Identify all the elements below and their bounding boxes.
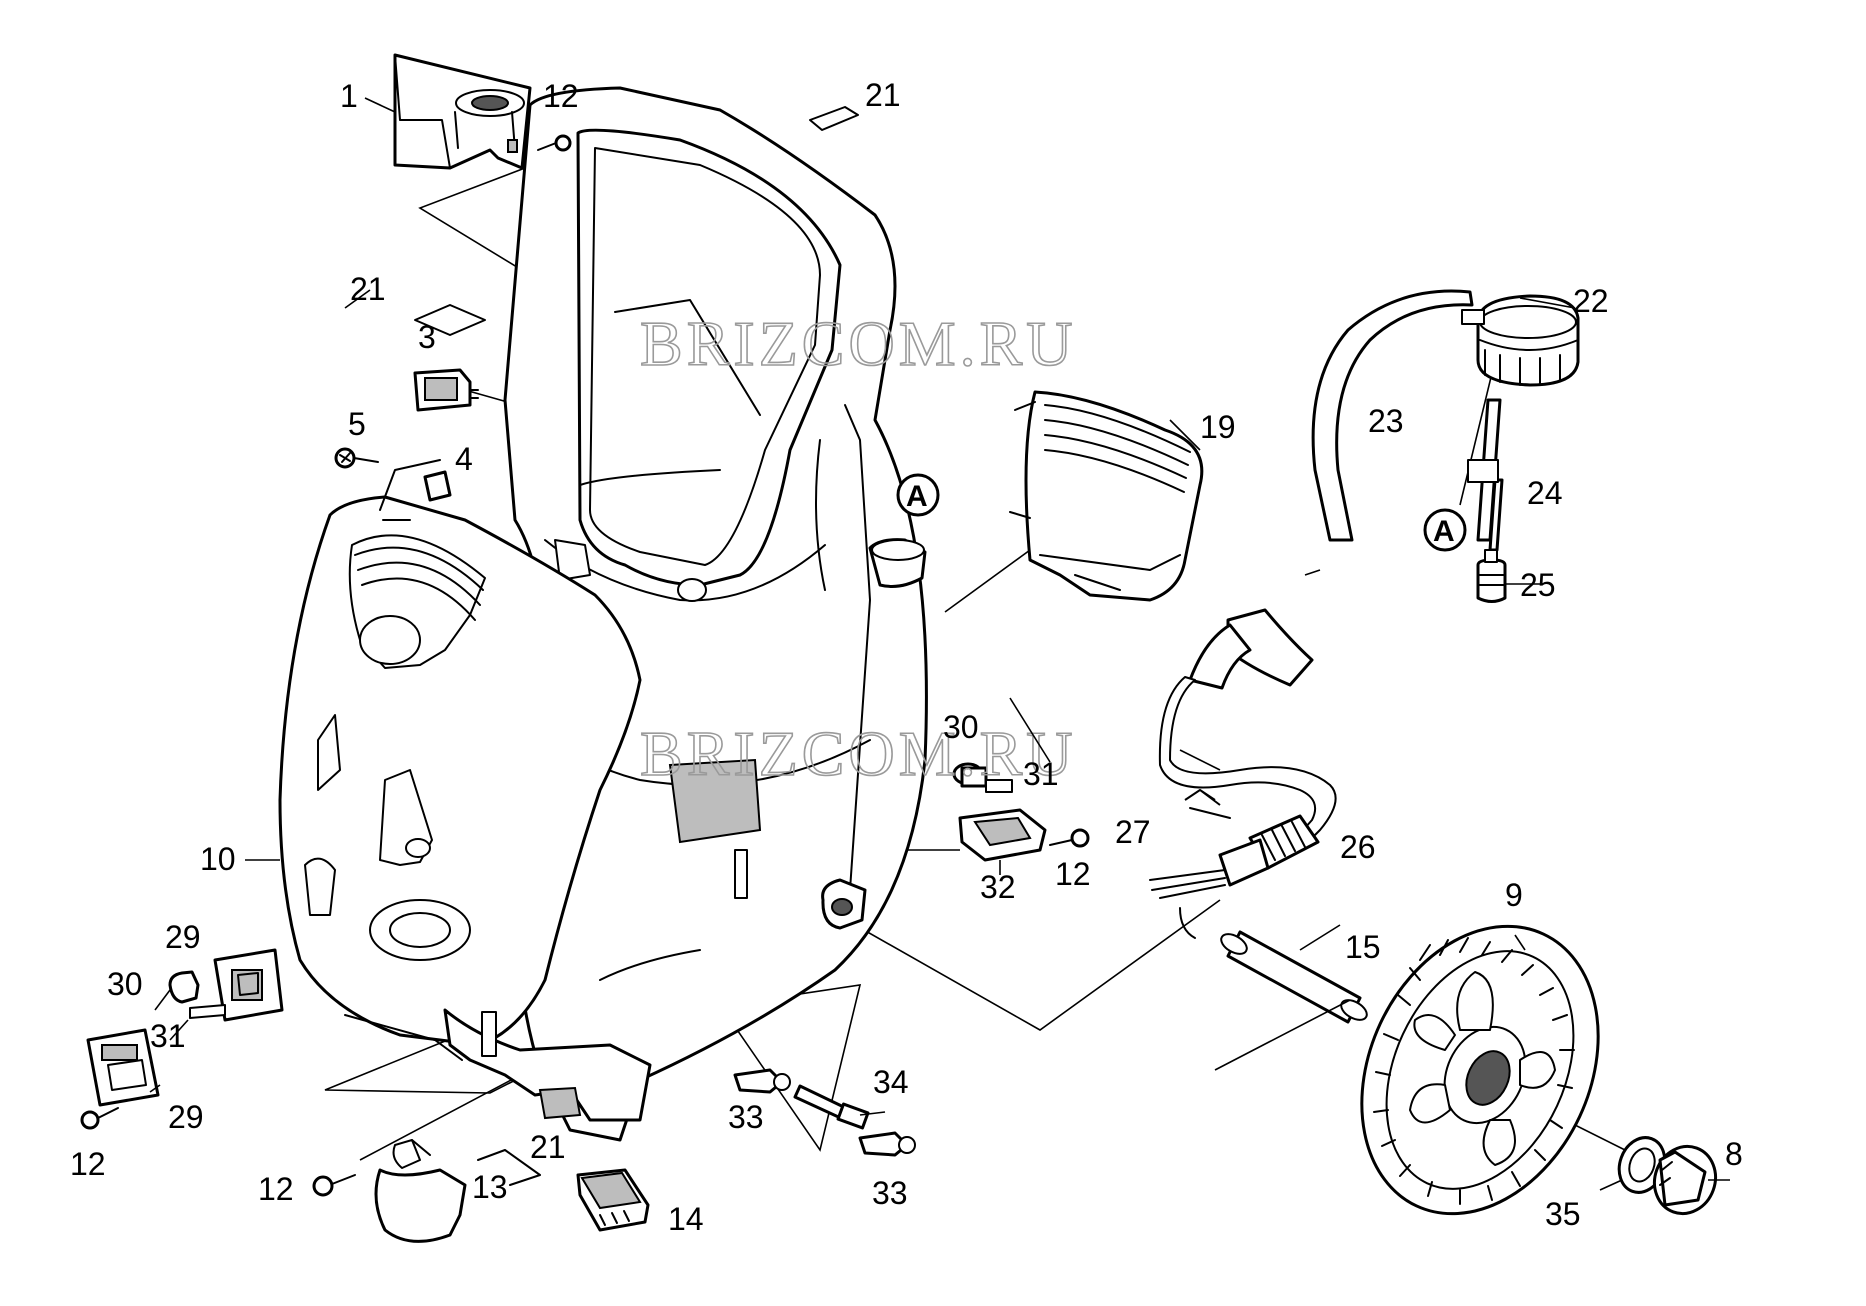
svg-text:A: A <box>1433 515 1455 548</box>
callout-30: 30 <box>943 709 979 745</box>
callout-31: 31 <box>150 1018 186 1054</box>
callout-22: 22 <box>1573 283 1609 319</box>
callout-21: 21 <box>530 1129 566 1165</box>
callout-15: 15 <box>1345 929 1381 965</box>
part-19-cover <box>1009 390 1204 602</box>
callout-labels: 1 12 21 21 3 5 4 19 22 23 24 25 30 31 27… <box>70 77 1743 1237</box>
callout-5: 5 <box>348 406 366 442</box>
callout-24: 24 <box>1527 475 1563 511</box>
parts-35-8-wheel-cap <box>1617 1136 1717 1216</box>
callout-21: 21 <box>865 77 901 113</box>
callout-14: 14 <box>668 1201 704 1237</box>
parts-22-25-detergent-filter <box>1311 289 1580 603</box>
callout-29: 29 <box>168 1099 204 1135</box>
callout-33: 33 <box>728 1099 764 1135</box>
callout-9: 9 <box>1505 877 1523 913</box>
svg-text:A: A <box>906 480 928 513</box>
callout-26: 26 <box>1340 829 1376 865</box>
part-5-screw <box>334 447 379 469</box>
callout-1: 1 <box>340 78 358 114</box>
callout-32: 32 <box>980 869 1016 905</box>
callout-8: 8 <box>1725 1136 1743 1172</box>
part-1-top-bracket <box>393 53 532 170</box>
callout-34: 34 <box>873 1064 909 1100</box>
callout-29: 29 <box>165 919 201 955</box>
part-3-clip <box>413 368 479 412</box>
part-12-screw-top <box>537 134 572 152</box>
callout-21: 21 <box>350 271 386 307</box>
callout-4: 4 <box>455 441 473 477</box>
callout-33: 33 <box>872 1175 908 1211</box>
parts-12-13-lower-clip <box>312 1139 467 1243</box>
callout-35: 35 <box>1545 1196 1581 1232</box>
callout-25: 25 <box>1520 567 1556 603</box>
tag-21-3 <box>414 304 486 336</box>
reference-marker-a-2: A <box>1423 508 1467 552</box>
callout-27: 27 <box>1115 814 1151 850</box>
watermark-middle: BRIZCOM.RU <box>640 718 1077 789</box>
callout-13: 13 <box>472 1169 508 1205</box>
parts-33-34-pins <box>733 1068 916 1157</box>
callout-12: 12 <box>1055 856 1091 892</box>
callout-12: 12 <box>543 78 579 114</box>
part-4-plate <box>379 459 452 521</box>
part-15-axle <box>1220 930 1368 1024</box>
base-foot <box>443 1008 652 1122</box>
part-14-foot-pad <box>576 1168 650 1232</box>
callout-12: 12 <box>258 1171 294 1207</box>
parts-29-31-left-plates <box>80 948 284 1130</box>
callout-30: 30 <box>107 966 143 1002</box>
parts-26-27-cable <box>1149 608 1337 939</box>
callout-12: 12 <box>70 1146 106 1182</box>
callout-3: 3 <box>418 319 436 355</box>
part-10-front-cover <box>278 495 642 1061</box>
tag-21-13 <box>477 1149 541 1186</box>
main-frame-handle <box>503 86 928 1142</box>
callout-31: 31 <box>1023 756 1059 792</box>
reference-marker-a-1: A <box>896 473 940 517</box>
callout-23: 23 <box>1368 403 1404 439</box>
watermark-top: BRIZCOM.RU <box>640 308 1077 379</box>
part-9-wheel <box>1360 924 1600 1216</box>
tag-21-top <box>809 106 859 131</box>
callout-leaders <box>149 97 1730 1191</box>
callout-19: 19 <box>1200 409 1236 445</box>
parts-30-32-switch-holder <box>952 762 1090 862</box>
callout-10: 10 <box>200 841 236 877</box>
